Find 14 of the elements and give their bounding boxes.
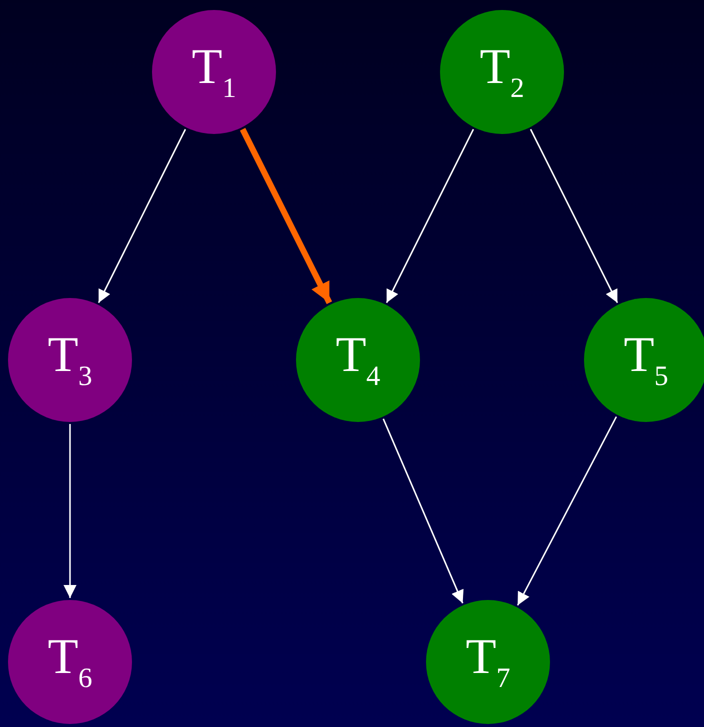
task-label: T$_{6}$ — [48, 631, 92, 693]
arrow — [98, 128, 186, 304]
arrow — [382, 418, 464, 604]
arrow — [386, 128, 474, 304]
arrow — [530, 128, 618, 304]
arrow — [517, 416, 617, 606]
arrow — [64, 424, 76, 598]
task-label: T$_{1}$ — [192, 41, 236, 103]
task-label: T$_{2}$ — [480, 41, 524, 103]
task-label: T$_{5}$ — [624, 329, 668, 391]
task-label: T$_{4}$ — [336, 329, 380, 391]
arrow — [240, 128, 332, 304]
task-label: T$_{7}$ — [466, 631, 510, 693]
task-label: T$_{3}$ — [48, 329, 92, 391]
